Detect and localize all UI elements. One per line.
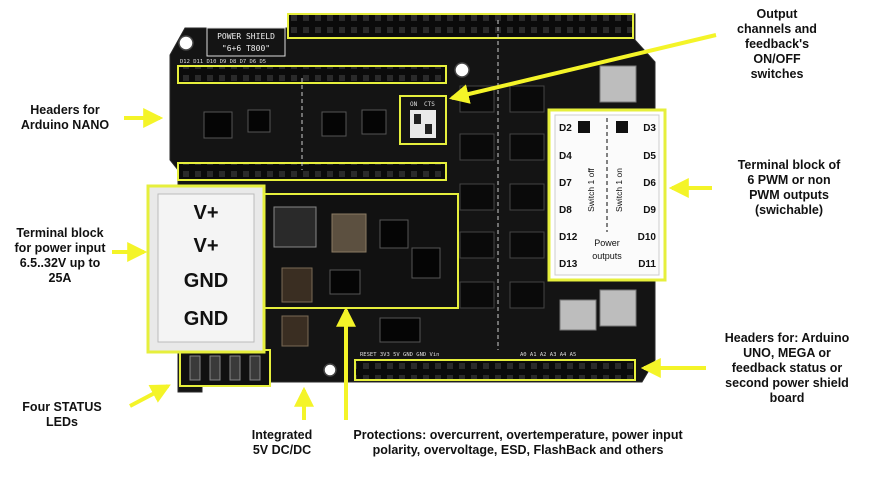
output-pin-label: D4 xyxy=(559,151,572,162)
capacitor-block xyxy=(281,267,313,303)
output-pin-label: D7 xyxy=(559,178,572,189)
ic-chip xyxy=(329,269,361,295)
output-pin-label: D13 xyxy=(559,259,578,270)
output-pin-label: D8 xyxy=(559,205,572,216)
power-terminal-face xyxy=(157,193,255,343)
power-terminal-label: V+ xyxy=(193,235,218,257)
output-pin-label: D11 xyxy=(638,259,656,270)
callout-switches: Output channels and feedback's ON/OFF sw… xyxy=(737,7,817,81)
power-terminal-label: V+ xyxy=(193,202,218,224)
heatsink-tabs xyxy=(559,65,637,331)
pin-row-label: A0 A1 A2 A3 A4 A5 xyxy=(520,352,576,358)
callout-status-leds: Four STATUS LEDs xyxy=(22,400,102,429)
callout-nano: Headers for Arduino NANO xyxy=(20,103,110,132)
protection-ic xyxy=(379,219,409,249)
callout-protections: Protections: overcurrent, overtemperatur… xyxy=(353,428,683,457)
bottom-header xyxy=(354,359,636,381)
output-pin-label: D5 xyxy=(643,151,656,162)
callout-power-input: Terminal block for power input 6.5..32V … xyxy=(14,226,106,285)
dip-switch xyxy=(399,95,447,145)
top-header xyxy=(287,13,634,39)
dip-cts-label: CTS xyxy=(424,101,435,108)
dip-lever xyxy=(425,124,432,134)
ic-chip xyxy=(321,111,347,137)
switch-marker xyxy=(616,121,628,133)
output-pin-label: D10 xyxy=(638,232,657,243)
mount-hole xyxy=(178,35,194,51)
switch-on-label: Switch 1 on xyxy=(614,168,624,212)
dip-on-label: ON xyxy=(410,101,418,108)
board-title: POWER SHIELD xyxy=(217,32,275,41)
ic-chip xyxy=(247,109,271,133)
callout-dcdc: Integrated 5V DC/DC xyxy=(251,428,313,457)
inductor xyxy=(273,206,317,248)
arrow-status-leds xyxy=(129,384,171,408)
pin-row-label: D12 D11 D10 D9 D8 D7 D6 D5 xyxy=(180,59,266,65)
pin-row-label: RESET 3V3 5V GND GND Vin xyxy=(360,352,439,358)
capacitor-block xyxy=(281,315,309,347)
switch-off-label: Switch 1 off xyxy=(586,167,596,211)
nano-header-bottom xyxy=(177,162,447,181)
board-title: "6+6 T800" xyxy=(222,44,270,53)
output-pin-label: D12 xyxy=(559,232,578,243)
switch-marker xyxy=(578,121,590,133)
protection-ic xyxy=(331,213,367,253)
dip-lever xyxy=(414,114,421,124)
status-led xyxy=(189,355,261,381)
callout-headers-uno: Headers for: Arduino UNO, MEGA or feedba… xyxy=(724,331,850,405)
power-outputs-caption: Power xyxy=(594,238,620,248)
output-pin-label: D6 xyxy=(643,178,656,189)
power-terminal-label: GND xyxy=(184,270,228,292)
ic-chip xyxy=(203,111,233,139)
callout-terminal-pwm: Terminal block of 6 PWM or non PWM outpu… xyxy=(737,158,841,217)
dip-switch-body xyxy=(410,110,436,138)
ic-chip xyxy=(361,109,387,135)
mount-hole xyxy=(454,62,470,78)
board-title-box xyxy=(206,27,286,57)
output-pin-label: D2 xyxy=(559,123,572,134)
ic-chip xyxy=(379,317,421,343)
mount-hole xyxy=(323,363,337,377)
protection-ic xyxy=(411,247,441,279)
power-outputs-caption: outputs xyxy=(592,251,622,261)
output-pin-label: D9 xyxy=(643,205,656,216)
nano-header-top xyxy=(177,65,447,84)
arrow-switches xyxy=(448,33,717,104)
power-terminal-label: GND xyxy=(184,308,228,330)
output-pin-label: D3 xyxy=(643,123,656,134)
